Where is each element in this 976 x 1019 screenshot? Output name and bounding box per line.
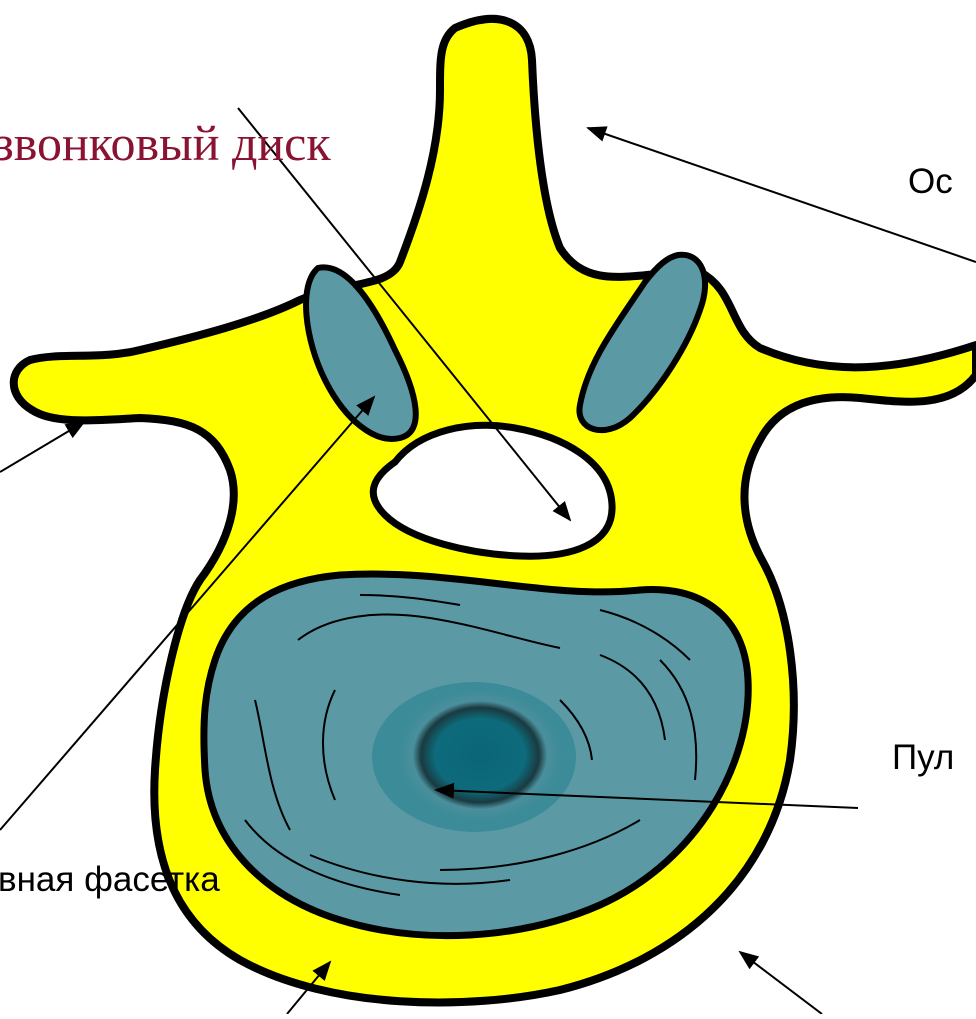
label-nucleus-pulposus: Пул xyxy=(892,740,954,775)
label-facet-joint: вная фасетка xyxy=(0,862,220,897)
pointer-transverse xyxy=(0,422,84,472)
pointer-body-right xyxy=(740,952,822,1014)
label-spinous-process: Ос xyxy=(908,164,953,199)
nucleus-pulposus xyxy=(398,689,562,821)
diagram-title: звонковый диск xyxy=(0,118,331,168)
